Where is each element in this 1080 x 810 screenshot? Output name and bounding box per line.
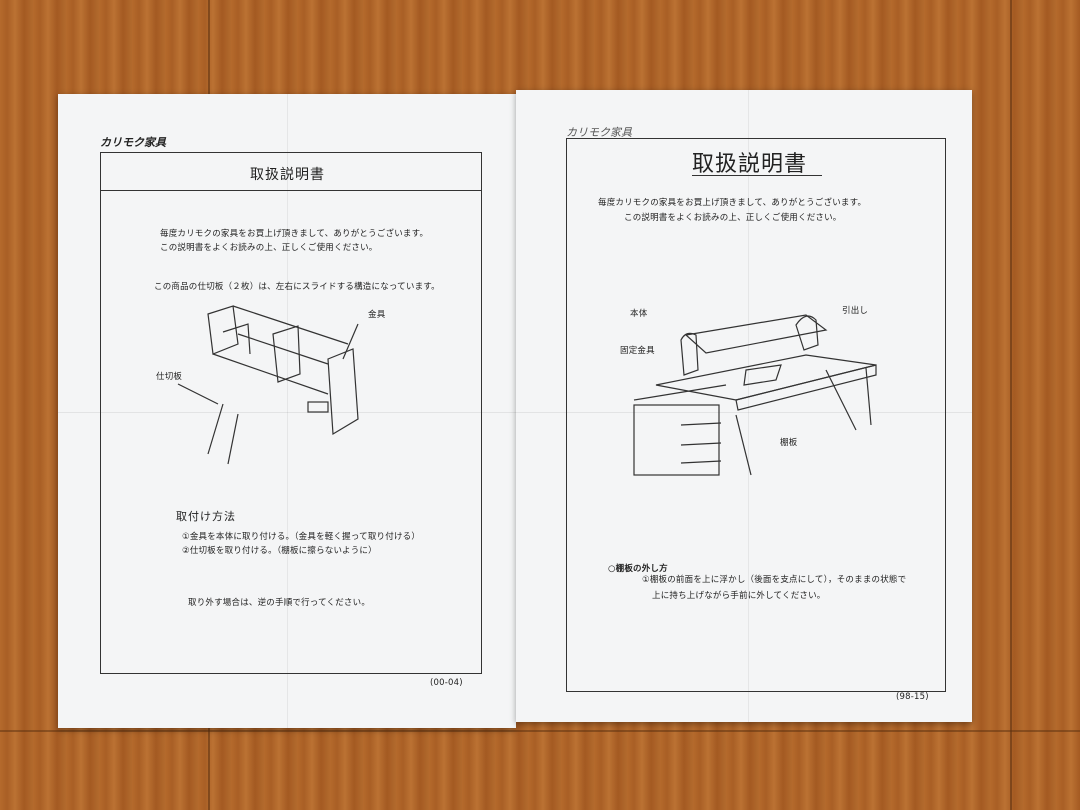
intro-text: 毎度カリモクの家具をお買上げ頂きまして、ありがとうございます。 [160,229,429,239]
removal-text: 取り外す場合は、逆の手順で行ってください。 [188,598,371,608]
intro-text: この説明書をよくお読みの上、正しくご使用ください。 [160,243,378,253]
label-fixing: 固定金具 [620,346,655,356]
floor-seam [0,730,1080,732]
note-text: この商品の仕切板（２枚）は、左右にスライドする構造になっています。 [154,282,440,292]
label-drawer: 引出し [842,306,869,316]
desk-illustration [633,314,877,476]
document-code: (00-04) [430,678,463,688]
brand-logo: カリモク家具 [566,126,632,139]
removal-step: ①棚板の前面を上に浮かし（後面を支点にして），そのままの状態で [642,575,907,585]
page-title: 取扱説明書 [692,152,808,177]
brand-logo: カリモク家具 [100,136,166,149]
label-partition: 仕切板 [156,372,183,382]
removal-heading: ○棚板の外し方 [608,564,668,574]
intro-text: 毎度カリモクの家具をお買上げ頂きまして、ありがとうございます。 [598,198,867,208]
install-step: ②仕切板を取り付ける。（棚板に擦らないように） [182,546,377,556]
floor-seam [1010,0,1012,810]
content-frame [566,138,946,692]
removal-step: 上に持ち上げながら手前に外してください。 [652,591,826,601]
intro-text: この説明書をよくお読みの上、正しくご使用ください。 [624,213,842,223]
left-instruction-sheet: カリモク家具 取扱説明書 毎度カリモクの家具をお買上げ頂きまして、ありがとうござ… [58,94,516,728]
label-shelf: 棚板 [780,438,798,448]
document-code: (98-15) [896,692,929,702]
page-title: 取扱説明書 [250,167,325,183]
shelf-illustration [177,305,359,465]
label-body: 本体 [630,309,648,319]
label-hardware: 金具 [368,310,386,320]
install-step: ①金具を本体に取り付ける。（金具を軽く握って取り付ける） [182,532,421,542]
right-instruction-sheet: カリモク家具 取扱説明書 毎度カリモクの家具をお買上げ頂きまして、ありがとうござ… [516,90,972,722]
install-heading: 取付け方法 [176,510,236,523]
content-frame [100,152,482,674]
